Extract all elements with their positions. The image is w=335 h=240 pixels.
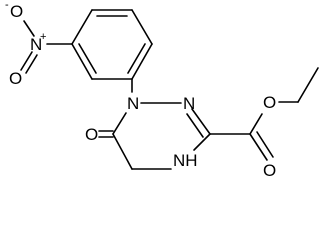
benzene-bond-2 xyxy=(131,9,153,45)
benzene-double-2 xyxy=(127,43,146,74)
ring-nitrogen-2-label: N xyxy=(183,94,195,113)
ester-c-o-single xyxy=(249,113,263,135)
nitro-n-o-minus-bond xyxy=(23,20,35,37)
ester-carbonyl-oxygen-label: O xyxy=(263,161,276,180)
n2-c3-double-b xyxy=(186,113,204,138)
benzene-bond-6 xyxy=(71,9,93,45)
nitro-nitrogen-charge: + xyxy=(40,31,46,43)
c3-nh-bond xyxy=(193,133,211,151)
ester-ether-oxygen-label: O xyxy=(263,93,276,112)
molecule-structure: O - N + O N N NH O O O xyxy=(5,0,319,180)
benzene-double-3 xyxy=(78,43,97,74)
c5-c6-bond xyxy=(112,133,133,170)
benzene-bond-5 xyxy=(71,43,93,80)
benzene-bond-3 xyxy=(131,43,153,80)
ester-c-o-double-b xyxy=(256,131,274,158)
oxide-oxygen-label: O xyxy=(10,2,23,21)
carbonyl-oxygen-label: O xyxy=(85,125,98,144)
c6-n1-bond xyxy=(112,112,127,135)
bonds xyxy=(20,9,319,170)
nitro-n-o-double-bond-b xyxy=(25,54,38,74)
ring-nitrogen-1-label: N xyxy=(127,94,139,113)
atom-labels: O - N + O N N NH O O O xyxy=(5,0,276,180)
nitro-n-o-double-bond-a xyxy=(20,51,33,71)
ch2-ch3-bond xyxy=(297,67,319,103)
nitro-oxygen-label: O xyxy=(9,69,22,88)
oxide-oxygen-charge: - xyxy=(5,0,9,11)
ester-c-o-double-a xyxy=(249,133,268,161)
ring-nh-label: NH xyxy=(173,151,198,170)
nitro-nitrogen-label: N xyxy=(30,35,42,54)
n2-c3-double-a xyxy=(191,108,211,135)
